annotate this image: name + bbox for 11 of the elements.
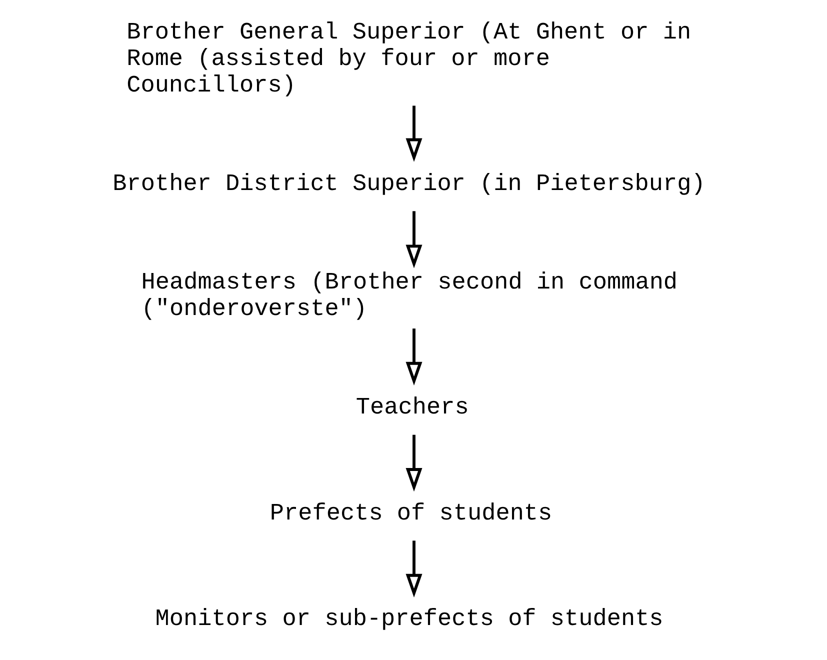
arrow	[405, 328, 422, 386]
node-text: Teachers	[355, 394, 468, 422]
node-text: Prefects of students	[269, 500, 552, 528]
arrow	[405, 211, 422, 268]
arrow	[405, 434, 422, 492]
node-text: Headmasters (Brother second in command ("onderoverste")	[140, 270, 678, 324]
node-text: Brother District Superior (in Pietersburg)	[112, 171, 705, 198]
arrow	[405, 540, 422, 598]
arrow	[405, 106, 422, 162]
node-text: Brother General Superior (At Ghent or in Rome (assisted by four or more Councillors)	[126, 20, 691, 100]
node-text: Monitors or sub-prefects of students	[154, 606, 663, 634]
